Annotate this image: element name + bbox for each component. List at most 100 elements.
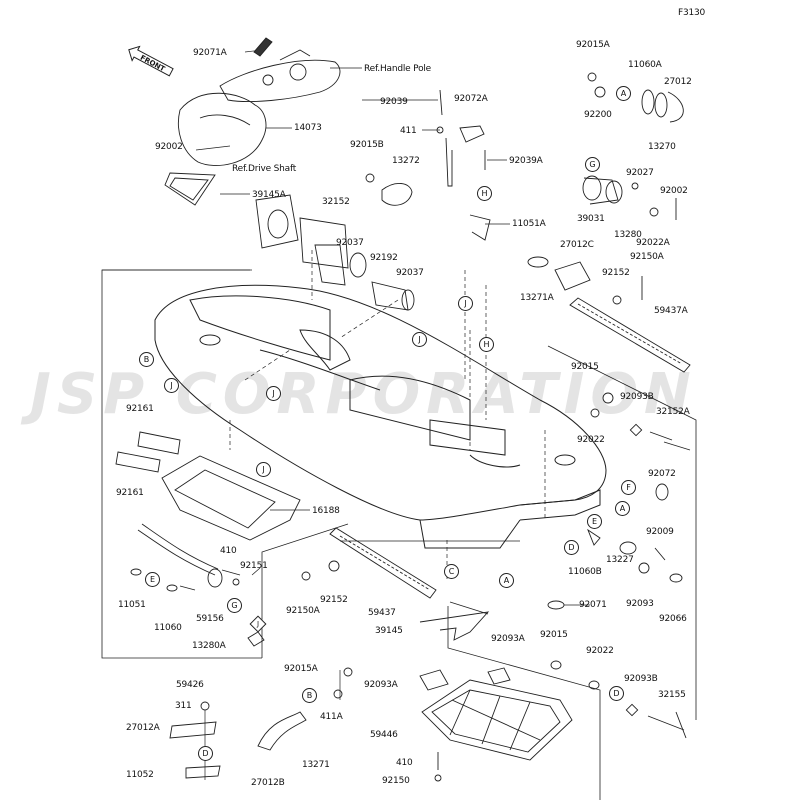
part-39145-strap <box>419 601 490 641</box>
part-label: 92072 <box>648 469 676 479</box>
part-bottom-right-fittings <box>550 660 687 739</box>
callout-marker: C <box>444 564 459 579</box>
part-label: 92151 <box>240 561 268 571</box>
part-label: 92039A <box>509 156 543 166</box>
callout-marker: D <box>198 746 213 761</box>
part-label: 92022 <box>586 646 614 656</box>
part-label: 410 <box>220 546 237 556</box>
part-label: 92150A <box>286 606 320 616</box>
leader-lines-dashed <box>229 250 546 580</box>
part-39145A-strap <box>164 172 216 206</box>
part-label: 92093B <box>624 674 658 684</box>
callout-marker: H <box>479 337 494 352</box>
part-92161-mats <box>115 431 181 473</box>
part-label: 11060 <box>154 623 182 633</box>
part-label: 39031 <box>577 214 605 224</box>
callout-marker-text: J <box>256 620 260 628</box>
part-59437A-strake <box>569 297 691 373</box>
part-label: 92093B <box>620 392 654 402</box>
callout-marker: H <box>477 186 492 201</box>
leader-lines <box>195 49 590 780</box>
part-drive-shaft-flange <box>255 194 415 311</box>
part-27012C-plate <box>527 256 622 305</box>
part-label: 92093A <box>491 634 525 644</box>
part-label: 13271 <box>302 760 330 770</box>
part-label: 59437A <box>654 306 688 316</box>
part-14073-cover <box>178 92 267 166</box>
part-handle-pole-bracket <box>219 49 341 102</box>
part-label: 13272 <box>392 156 420 166</box>
callout-marker: G <box>227 598 242 613</box>
part-label: 92002 <box>155 142 183 152</box>
part-label: 16188 <box>312 506 340 516</box>
part-label: 92039 <box>380 97 408 107</box>
part-label: 92002 <box>660 186 688 196</box>
part-label: 311 <box>175 701 192 711</box>
part-label: Ref.Handle Pole <box>364 64 432 74</box>
callout-marker: A <box>615 501 630 516</box>
callout-marker: J <box>412 332 427 347</box>
part-label: 92022 <box>577 435 605 445</box>
part-label: 11060B <box>568 567 602 577</box>
part-label: 92022A <box>636 238 670 248</box>
part-label: 59446 <box>370 730 398 740</box>
part-label: 92192 <box>370 253 398 263</box>
part-label: 11051 <box>118 600 146 610</box>
part-right-fittings <box>547 392 691 610</box>
callout-marker: J <box>256 462 271 477</box>
part-label: 32155 <box>658 690 686 700</box>
callout-marker: A <box>499 573 514 588</box>
part-label: 27012C <box>560 240 594 250</box>
part-label: 39145A <box>252 190 286 200</box>
part-label: 32152 <box>322 197 350 207</box>
callout-marker: E <box>587 514 602 529</box>
part-label: 92152 <box>320 595 348 605</box>
part-label: 59156 <box>196 614 224 624</box>
part-label: 92015A <box>576 40 610 50</box>
part-59437-strake <box>301 527 437 599</box>
part-label: 92037 <box>336 238 364 248</box>
frame-lines <box>101 269 697 800</box>
part-label: 92071A <box>193 48 227 58</box>
callout-marker: J <box>164 378 179 393</box>
part-label: 92015A <box>284 664 318 674</box>
part-label: 59437 <box>368 608 396 618</box>
part-label: 92161 <box>116 488 144 498</box>
part-label: 92015 <box>540 630 568 640</box>
part-label: 92027 <box>626 168 654 178</box>
part-label: 92161 <box>126 404 154 414</box>
part-label: 13280A <box>192 641 226 651</box>
part-label: 11051A <box>512 219 546 229</box>
part-13272-clip <box>365 173 413 206</box>
part-label: 13227 <box>606 555 634 565</box>
part-label: 27012A <box>126 723 160 733</box>
callout-marker: B <box>302 688 317 703</box>
callout-marker: A <box>616 86 631 101</box>
callout-marker: F <box>621 480 636 495</box>
part-label: 32152A <box>656 407 690 417</box>
callout-marker: J <box>266 386 281 401</box>
callout-marker: E <box>145 572 160 587</box>
part-label: 11060A <box>628 60 662 70</box>
part-label: 13280 <box>614 230 642 240</box>
part-label: 92015B <box>350 140 384 150</box>
part-label: 92037 <box>396 268 424 278</box>
part-label: 411A <box>320 712 343 722</box>
front-arrow-icon: FRONT <box>128 45 174 77</box>
part-drain-plug-set <box>582 72 684 300</box>
callout-marker: D <box>609 686 624 701</box>
part-label: 14073 <box>294 123 322 133</box>
part-16188-duct <box>161 455 301 541</box>
callout-marker: G <box>585 157 600 172</box>
part-label: 410 <box>396 758 413 768</box>
callout-marker: J <box>458 296 473 311</box>
hull-drawing <box>154 284 607 549</box>
part-label: 92072A <box>454 94 488 104</box>
part-label: 92009 <box>646 527 674 537</box>
part-label: Ref.Drive Shaft <box>232 164 297 174</box>
part-label: 92150A <box>630 252 664 262</box>
part-label: 92066 <box>659 614 687 624</box>
watermark: JSP CORPORATION <box>30 362 697 427</box>
